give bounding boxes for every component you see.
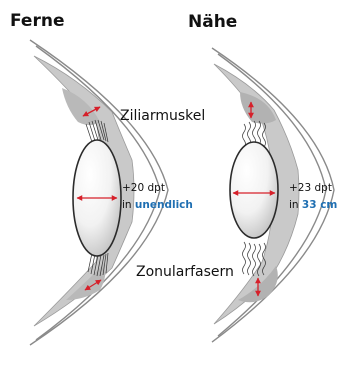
near-lens [230,142,278,238]
near-power: +23 dpt [289,182,332,194]
near-focus-prefix: in [289,199,302,211]
near-focus-value: 33 cm [302,199,337,211]
far-focus: in unendlich [122,199,193,211]
near-focus: in 33 cm [289,199,337,211]
far-power: +20 dpt [122,182,165,194]
heading-near: Nähe [188,12,237,32]
far-focus-value: unendlich [135,199,193,211]
label-ciliary-muscle: Ziliarmuskel [120,108,205,124]
label-zonular-fibers: Zonularfasern [136,264,234,280]
far-focus-prefix: in [122,199,135,211]
near-eye [212,48,334,342]
heading-far: Ferne [10,11,64,31]
